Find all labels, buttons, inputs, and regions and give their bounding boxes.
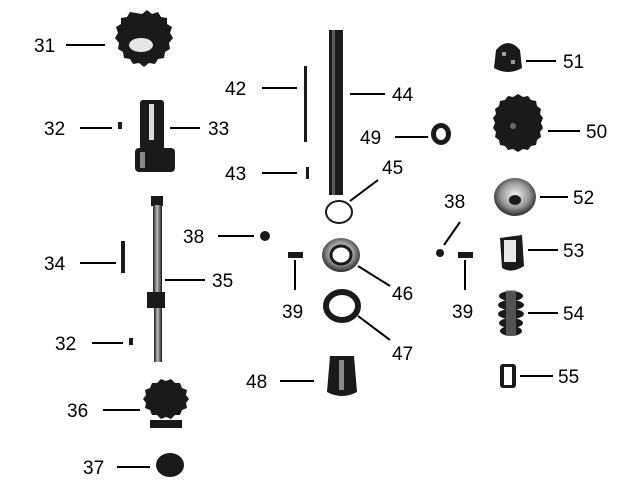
label-54: 54 <box>563 304 585 325</box>
part-55-sleeve <box>500 364 516 388</box>
label-32-bottom: 32 <box>55 334 76 355</box>
label-39-right: 39 <box>452 302 473 323</box>
leader-45 <box>349 179 379 202</box>
part-39-pin-right <box>458 252 473 258</box>
label-50: 50 <box>586 122 607 143</box>
part-46-bearing <box>322 238 360 272</box>
label-36: 36 <box>67 401 88 422</box>
part-43-pin <box>306 167 309 179</box>
part-36-gear <box>143 379 189 428</box>
gear-bore <box>129 38 153 52</box>
part-49-washer <box>431 123 451 145</box>
part-52-disc <box>494 178 536 216</box>
part-38-ball-left <box>260 231 270 241</box>
part-47-ring <box>323 289 361 323</box>
label-52: 52 <box>573 188 594 209</box>
part-42-rod <box>304 66 307 142</box>
part-31-gear <box>115 10 173 67</box>
leader-38-right <box>443 221 461 246</box>
label-42: 42 <box>225 79 246 100</box>
label-53: 53 <box>563 241 584 262</box>
part-33-fork <box>135 100 175 172</box>
label-38-right: 38 <box>444 192 465 213</box>
part-50-gear <box>493 94 543 152</box>
part-54-spring <box>498 290 524 336</box>
label-34: 34 <box>44 254 66 275</box>
label-47: 47 <box>392 344 413 365</box>
label-39-left: 39 <box>282 302 303 323</box>
part-38-ball-right <box>436 249 444 257</box>
label-49: 49 <box>360 128 381 149</box>
part-51-knob <box>494 43 522 72</box>
part-48-bushing <box>327 356 357 396</box>
part-37-nut <box>156 453 184 477</box>
leader-47 <box>357 315 391 341</box>
label-43: 43 <box>225 164 246 185</box>
callout-labels: 31 32 33 34 35 32 36 37 42 43 44 45 49 3… <box>34 36 607 479</box>
part-35-shaft <box>147 196 165 362</box>
part-32-pin-top <box>118 122 122 129</box>
leader-46 <box>357 265 391 287</box>
label-35: 35 <box>212 271 233 292</box>
leader-lines <box>66 44 580 468</box>
part-44-shaft <box>329 30 343 195</box>
label-32-top: 32 <box>44 119 65 140</box>
label-33: 33 <box>208 119 229 140</box>
part-32-pin-bottom <box>129 338 133 345</box>
label-37: 37 <box>83 458 104 479</box>
label-31: 31 <box>34 36 55 57</box>
part-39-pin-left <box>288 252 303 258</box>
part-45-ring <box>325 200 353 224</box>
part-34-rod <box>121 241 125 273</box>
label-38-left: 38 <box>183 227 204 248</box>
label-45: 45 <box>382 158 403 179</box>
label-44: 44 <box>392 85 414 106</box>
label-55: 55 <box>558 367 579 388</box>
part-53-collar <box>500 235 524 271</box>
label-46: 46 <box>392 284 413 305</box>
label-51: 51 <box>563 52 584 73</box>
label-48: 48 <box>246 372 267 393</box>
